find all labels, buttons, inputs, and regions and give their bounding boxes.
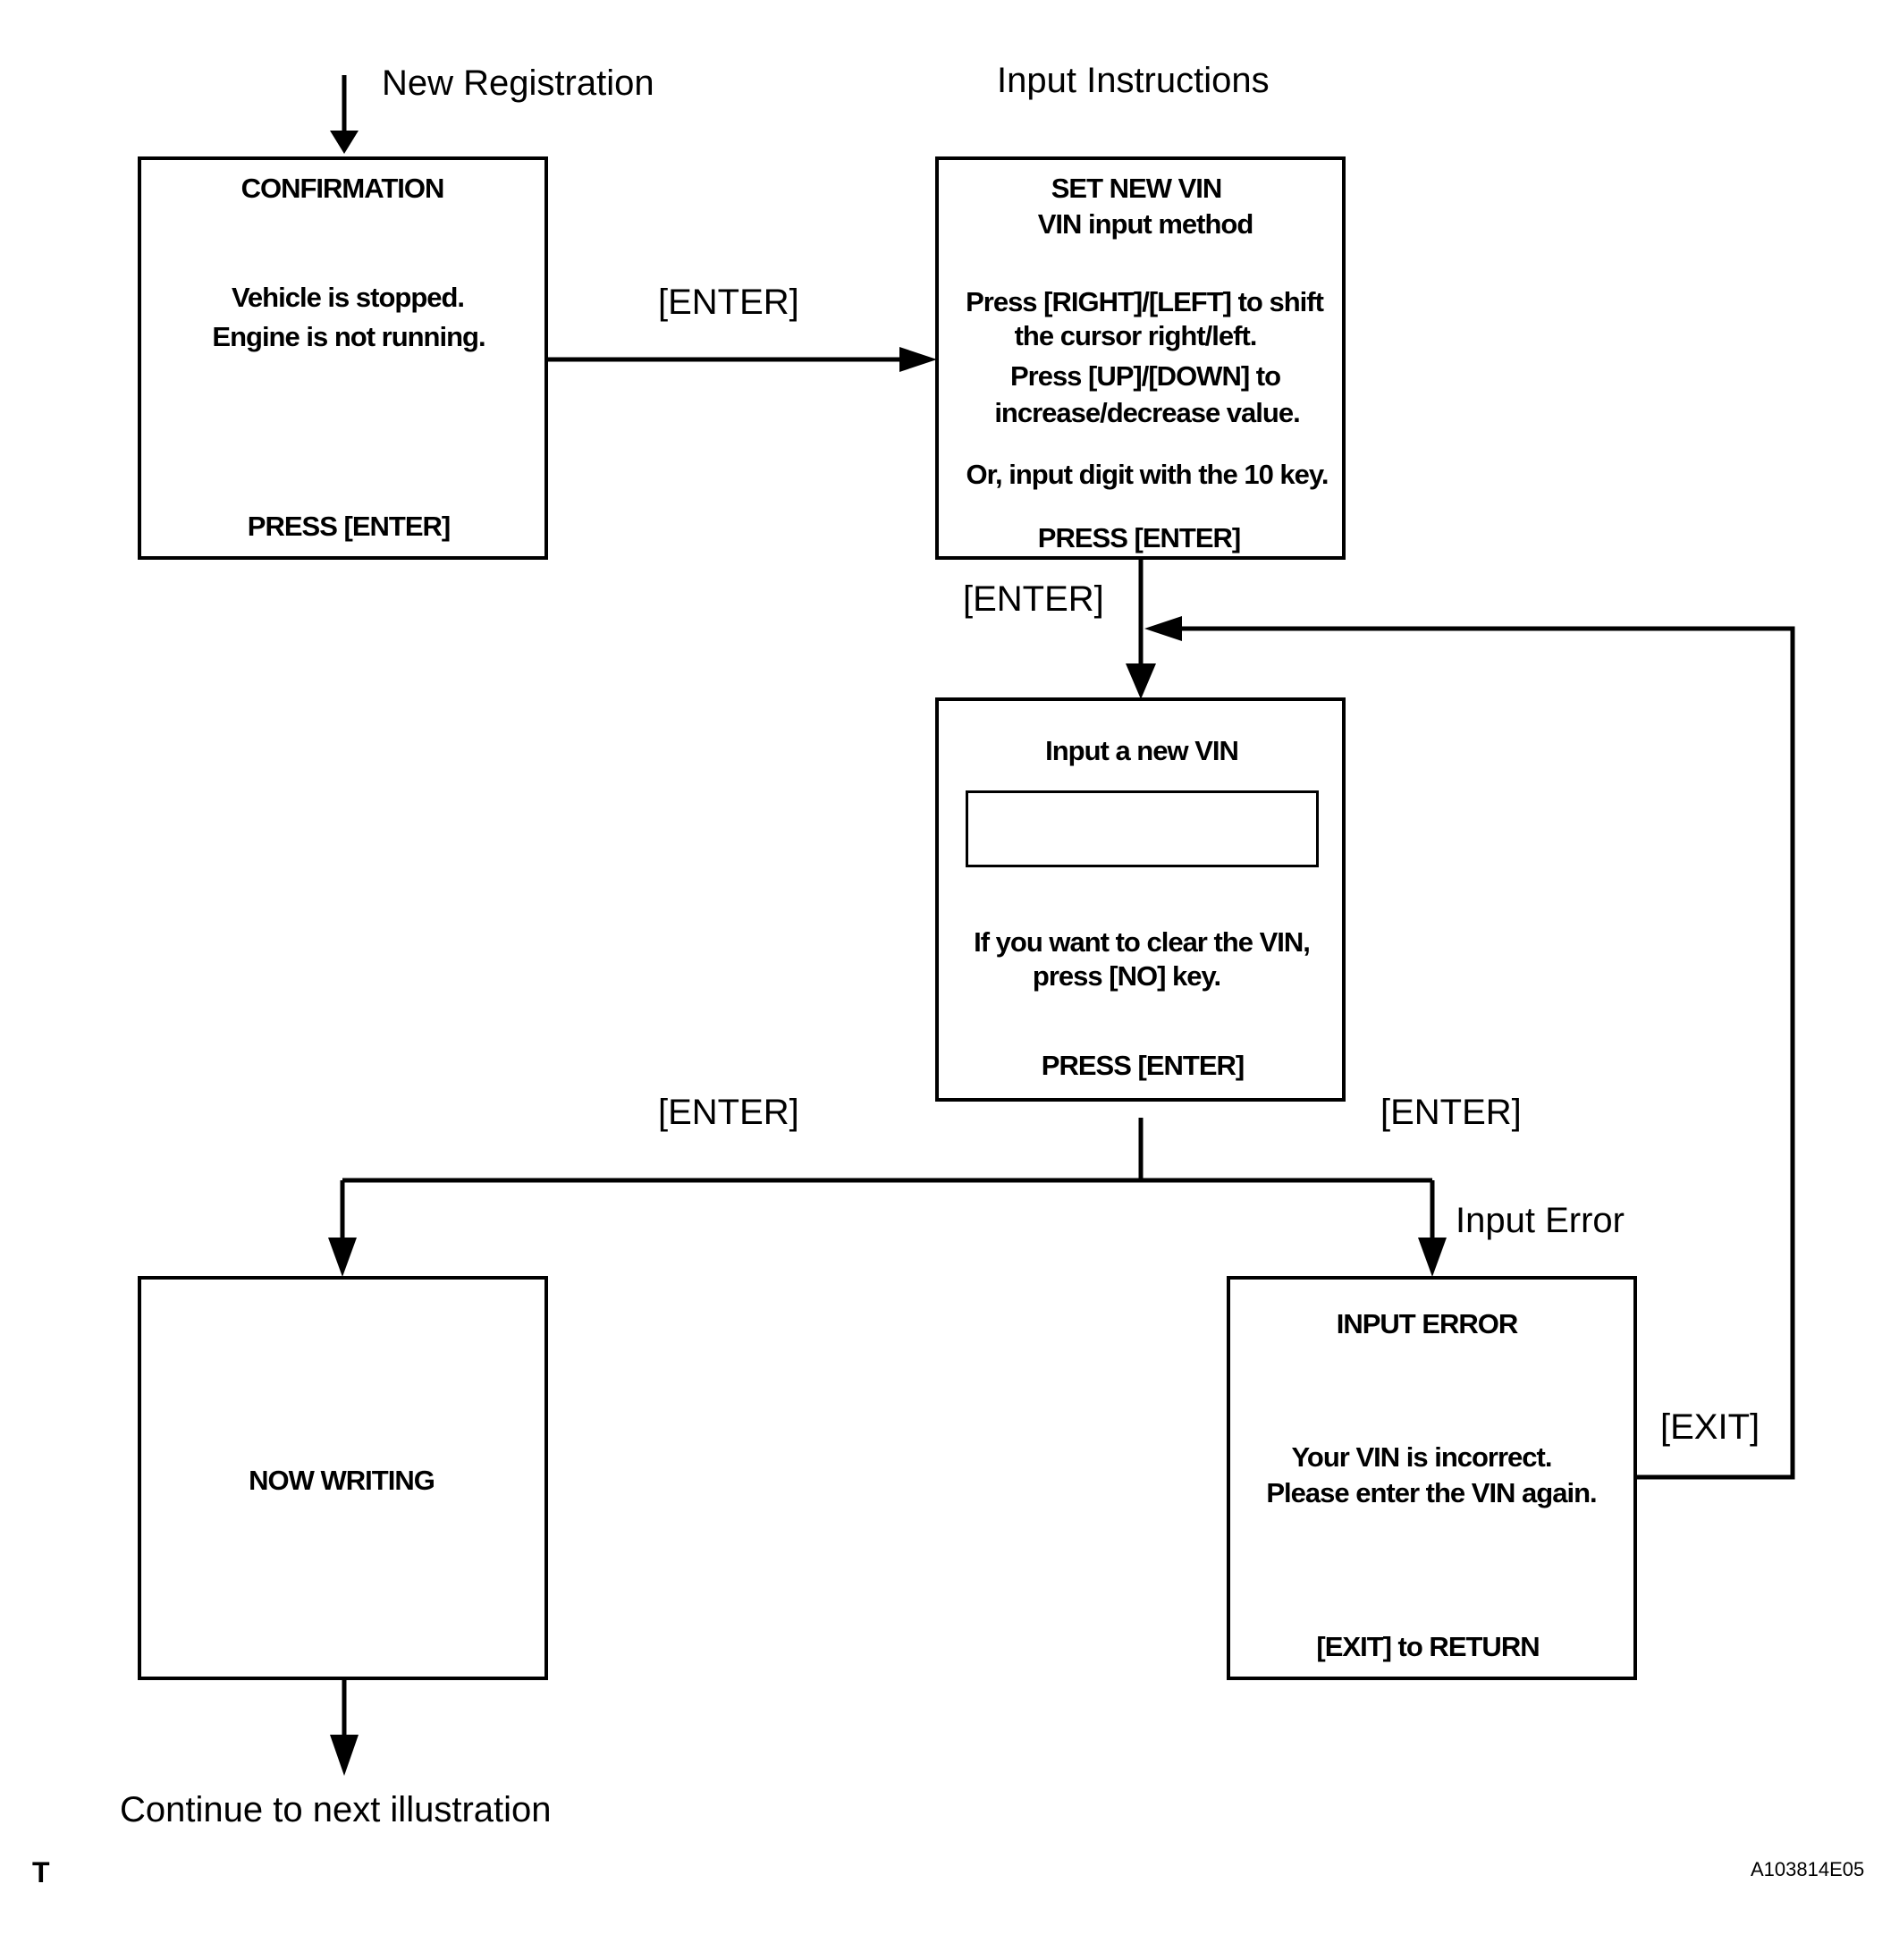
input-error-label: Input Error [1456,1201,1625,1240]
input-error-line1: Your VIN is incorrect. [1291,1441,1553,1473]
input-error-screen [1227,1276,1637,1680]
set-new-vin-line5: Or, input digit with the 10 key. [966,459,1329,490]
arrow-head [330,131,359,154]
now-writing-screen [138,1276,548,1680]
arrow-head [330,1735,359,1776]
now-writing-title: NOW WRITING [249,1465,435,1496]
input-vin-line2: press [NO] key. [1032,960,1221,992]
confirmation-line1: Vehicle is stopped. [231,282,465,313]
confirmation-line2: Engine is not running. [212,321,485,352]
input-error-title: INPUT ERROR [1336,1308,1519,1339]
input-vin-screen [935,697,1346,1102]
corner-mark: T [32,1856,50,1888]
set-new-vin-line3: Press [UP]/[DOWN] to [1009,360,1281,392]
arrow-head [1144,616,1182,641]
set-new-vin-line2: the cursor right/left. [1014,320,1258,351]
input-error-line2: Please enter the VIN again. [1266,1477,1597,1508]
input-instructions-label: Input Instructions [997,61,1270,100]
set-new-vin-line1: Press [RIGHT]/[LEFT] to shift [966,286,1324,317]
enter-label-top: [ENTER] [658,283,799,322]
set-new-vin-screen [935,156,1346,560]
enter-label-middle: [ENTER] [963,579,1104,619]
new-registration-label: New Registration [382,63,654,103]
input-error-footer: [EXIT] to RETURN [1316,1631,1540,1662]
exit-return-line [1180,626,1795,1480]
set-new-vin-line4: increase/decrease value. [994,397,1300,428]
arrow-head [899,347,937,372]
arrow-head [1418,1238,1447,1277]
set-new-vin-footer: PRESS [ENTER] [1037,522,1241,553]
exit-label: [EXIT] [1660,1407,1760,1447]
input-vin-line1: If you want to clear the VIN, [974,926,1311,958]
arrow-head [1126,663,1156,699]
figure-code: A103814E05 [1751,1858,1865,1880]
vin-input-field[interactable] [966,790,1319,867]
set-new-vin-title: SET NEW VIN [1051,173,1223,204]
continue-label: Continue to next illustration [120,1790,552,1829]
input-vin-footer: PRESS [ENTER] [1041,1050,1245,1081]
enter-label-right: [ENTER] [1380,1093,1522,1132]
confirmation-screen [138,156,548,560]
set-new-vin-subtitle: VIN input method [1037,208,1254,240]
confirmation-title: CONFIRMATION [241,173,445,204]
input-vin-title: Input a new VIN [1045,735,1239,766]
arrow-head [328,1238,357,1277]
enter-label-left: [ENTER] [658,1093,799,1132]
confirmation-footer: PRESS [ENTER] [247,511,451,542]
